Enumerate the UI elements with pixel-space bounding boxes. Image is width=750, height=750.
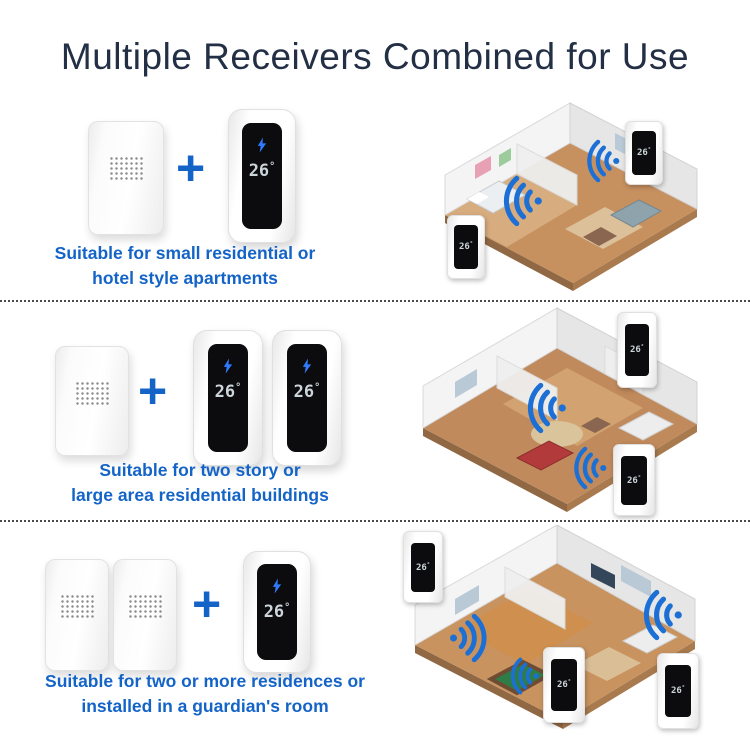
- temperature-readout: 26°: [215, 382, 242, 402]
- caption-two-story: Suitable for two story or large area res…: [0, 458, 400, 508]
- receiver-device: 26°: [613, 444, 655, 516]
- speaker-grille-icon: [60, 594, 94, 620]
- temperature-value: 26: [293, 382, 315, 403]
- plus-sign: +: [138, 363, 168, 419]
- floor-plan-illustration-large-residence: 26° 26°: [405, 306, 705, 516]
- caption-line-1: Suitable for two or more residences or: [45, 671, 365, 691]
- temperature-unit: °: [640, 344, 645, 351]
- doorbell-receiver: 26°: [228, 109, 296, 243]
- caption-multi-residence: Suitable for two or more residences or i…: [0, 669, 410, 719]
- led-screen: 26°: [551, 659, 577, 711]
- led-screen: 26°: [286, 344, 328, 452]
- lightning-icon: [302, 358, 312, 374]
- led-screen: 26°: [454, 225, 478, 269]
- caption-line-2: hotel style apartments: [92, 268, 278, 288]
- led-screen: 26°: [665, 665, 691, 717]
- temperature-unit: °: [469, 241, 474, 248]
- speaker-grille-icon: [128, 594, 162, 620]
- led-screen: 26°: [621, 455, 647, 505]
- temperature-value: 26: [629, 345, 641, 356]
- temperature-value: 26: [214, 382, 236, 403]
- page-title: Multiple Receivers Combined for Use: [60, 36, 690, 77]
- dotted-divider: [0, 520, 750, 522]
- doorbell-transmitter: [55, 346, 129, 456]
- section-two-story: + 26° 26° Suitable for two story or larg…: [0, 306, 750, 521]
- temperature-value: 26: [556, 680, 568, 691]
- receiver-device: 26°: [625, 121, 663, 185]
- caption-line-2: installed in a guardian's room: [81, 696, 329, 716]
- doorbell-receiver: 26°: [193, 330, 263, 466]
- temperature-value: 26: [458, 242, 470, 253]
- wifi-signal-icon: [503, 175, 542, 227]
- speaker-grille-icon: [75, 381, 109, 407]
- temperature-readout: 26°: [294, 382, 321, 402]
- lightning-icon: [223, 358, 233, 374]
- receiver-device: 26°: [657, 653, 699, 729]
- temperature-readout: 26°: [249, 161, 276, 181]
- led-screen: 26°: [242, 123, 282, 229]
- dotted-divider: [0, 300, 750, 302]
- wifi-signal-icon: [510, 657, 539, 695]
- plus-sign: +: [176, 140, 206, 196]
- receiver-device: 26°: [617, 312, 657, 388]
- led-screen: 26°: [257, 564, 297, 660]
- receiver-device: 26°: [403, 531, 443, 603]
- temperature-unit: °: [681, 685, 686, 692]
- receiver-device: 26°: [447, 215, 485, 279]
- wifi-signal-icon: [587, 139, 620, 183]
- floor-plan-illustration-apartment: 26° 26°: [415, 97, 715, 297]
- caption-line-1: Suitable for two story or: [99, 460, 301, 480]
- temperature-value: 26: [248, 161, 270, 182]
- temperature-unit: °: [426, 561, 431, 568]
- lightning-icon: [257, 137, 267, 153]
- doorbell-transmitter: [88, 121, 164, 235]
- led-screen: 26°: [624, 324, 650, 376]
- wifi-signal-icon: [643, 589, 682, 641]
- temperature-unit: °: [314, 382, 321, 394]
- temperature-value: 26: [415, 562, 427, 573]
- caption-line-2: large area residential buildings: [71, 485, 329, 505]
- doorbell-receiver: 26°: [272, 330, 342, 466]
- isometric-multi-residence: [414, 525, 696, 729]
- temperature-readout: 26°: [264, 602, 291, 622]
- doorbell-receiver: 26°: [243, 551, 311, 673]
- temperature-unit: °: [235, 382, 242, 394]
- led-screen: 26°: [632, 131, 656, 175]
- temperature-value: 26: [636, 148, 648, 159]
- temperature-unit: °: [567, 679, 572, 686]
- led-screen: 26°: [410, 542, 436, 592]
- wifi-signal-icon: [450, 613, 487, 663]
- doorbell-transmitter: [113, 559, 177, 671]
- speaker-grille-icon: [109, 156, 143, 182]
- plus-sign: +: [192, 576, 222, 632]
- temperature-unit: °: [269, 161, 276, 173]
- caption-line-1: Suitable for small residential or: [54, 243, 316, 263]
- temperature-unit: °: [637, 474, 642, 481]
- caption-small-residential: Suitable for small residential or hotel …: [5, 241, 365, 291]
- temperature-value: 26: [670, 686, 682, 697]
- temperature-unit: °: [647, 147, 652, 154]
- temperature-unit: °: [284, 602, 291, 614]
- floor-plan-illustration-multi-residence: 26° 26° 26°: [395, 525, 705, 730]
- doorbell-transmitter: [45, 559, 109, 671]
- wifi-signal-icon: [574, 446, 607, 490]
- receiver-device: 26°: [543, 647, 585, 723]
- led-screen: 26°: [207, 344, 249, 452]
- temperature-value: 26: [626, 475, 638, 486]
- wifi-signal-icon: [527, 382, 566, 434]
- lightning-icon: [272, 578, 282, 594]
- temperature-value: 26: [263, 602, 285, 622]
- section-small-residential: + 26° Suitable for small residential or …: [0, 95, 750, 301]
- section-multi-residence: + 26° Suitable for two or more residence…: [0, 521, 750, 750]
